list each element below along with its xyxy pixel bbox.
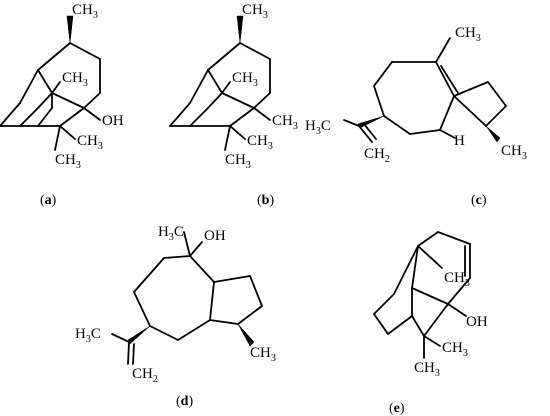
structure-a: CH3 CH3 OH CH3 CH3: [0, 2, 124, 171]
structure-c: CH3 H3C CH2 H CH3: [305, 25, 527, 165]
structure-d: H3C OH H3C CH2 CH3: [75, 224, 276, 385]
atom-label: H: [454, 133, 465, 149]
panel-label-a: (a): [40, 193, 57, 208]
panel-label-e: (e): [389, 401, 405, 416]
structure-b: CH3 CH3 CH3 CH3 CH3: [169, 2, 298, 171]
atom-label: CH3: [272, 113, 298, 132]
atom-label: CH3: [501, 143, 527, 162]
panel-label-c: (c): [471, 193, 487, 208]
atom-label: CH3: [225, 152, 251, 171]
atom-label: CH2: [132, 366, 158, 385]
atom-label: CH3: [444, 270, 470, 289]
atom-label: CH3: [55, 152, 81, 171]
atom-label: CH3: [77, 133, 103, 152]
panel-label-d: (d): [176, 394, 193, 409]
atom-label: CH3: [72, 2, 98, 21]
atom-label: CH2: [364, 146, 390, 165]
atom-label: H3C: [305, 118, 331, 137]
atom-label: H3C: [158, 224, 184, 243]
atom-label: OH: [204, 228, 226, 244]
atom-label: OH: [466, 314, 488, 330]
atom-label: CH3: [250, 345, 276, 364]
structure-e: CH3 OH CH3 CH3: [373, 231, 488, 379]
atom-label: CH3: [414, 360, 440, 379]
atom-label: OH: [102, 113, 124, 129]
atom-label: CH3: [455, 25, 481, 44]
atom-label: CH3: [442, 340, 468, 359]
atom-label: CH3: [62, 70, 88, 89]
atom-label: H3C: [75, 326, 101, 345]
atom-label: CH3: [247, 133, 273, 152]
atom-label: CH3: [242, 2, 268, 21]
panel-label-b: (b): [257, 193, 274, 208]
atom-label: CH3: [232, 70, 258, 89]
